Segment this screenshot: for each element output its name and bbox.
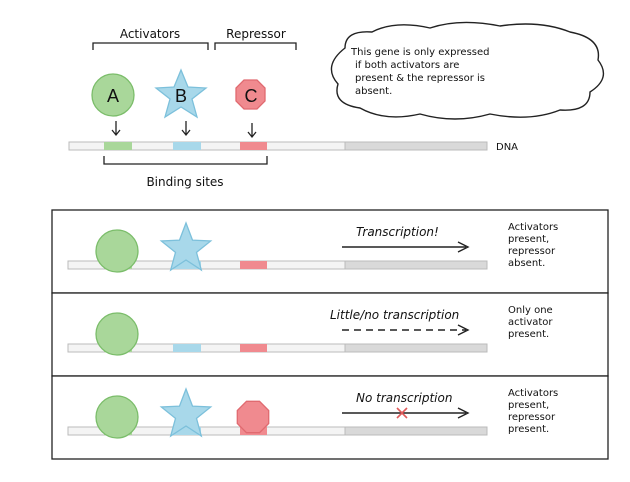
repressor-bracket xyxy=(214,42,297,50)
scenario-panel-2: Little/no transcription Only oneactivator… xyxy=(51,292,609,377)
activator-a-circle xyxy=(91,73,135,117)
binding-site-c xyxy=(240,344,267,352)
arrow-head xyxy=(457,324,470,336)
scenario-panel-1: Transcription! Activatorspresent,represso… xyxy=(51,209,609,294)
note-line-1: This gene is only expressed xyxy=(350,47,490,58)
blocked-cross-mark xyxy=(396,407,408,419)
activators-bracket xyxy=(92,42,209,50)
gene-region xyxy=(344,260,488,270)
binding-sites-bracket xyxy=(103,156,268,165)
binding-site-c xyxy=(240,261,267,269)
panel-frame xyxy=(51,375,609,460)
activator-b-bound xyxy=(159,387,213,438)
activator-b-star xyxy=(154,68,208,119)
activator-a-bound xyxy=(95,395,139,439)
scenario-panel-3: No transcription Activatorspresent,repres… xyxy=(51,375,609,460)
caption-line: repressor xyxy=(508,246,556,257)
activator-b-bound xyxy=(159,221,213,272)
caption-line: present. xyxy=(508,329,549,340)
repressor-label: Repressor xyxy=(226,27,286,41)
activators-label: Activators xyxy=(120,27,180,41)
binding-site-b xyxy=(173,261,201,269)
caption-line: Activators xyxy=(508,388,558,399)
caption-line: present, xyxy=(508,234,549,245)
activator-b-letter: B xyxy=(175,86,187,106)
caption-line: activator xyxy=(508,317,553,328)
activator-a-letter: A xyxy=(107,86,119,106)
binding-arrows xyxy=(111,121,257,139)
activator-a-bound xyxy=(95,312,139,356)
dna-label: DNA xyxy=(496,142,518,153)
binding-site-b xyxy=(173,344,201,352)
transcription-label: No transcription xyxy=(356,391,452,405)
binding-site-b xyxy=(173,427,201,435)
repressor-c-octagon xyxy=(235,79,266,110)
repressor-c-letter: C xyxy=(245,86,258,106)
binding-site-c xyxy=(240,142,267,150)
scenario-panels: Transcription!Activatorspresent,represso… xyxy=(51,209,609,460)
caption-line: Activators xyxy=(508,222,558,233)
binding-site-b xyxy=(173,142,201,150)
note-line-4: absent. xyxy=(355,86,392,97)
arrow-head xyxy=(457,407,470,419)
transcription-label: Little/no transcription xyxy=(330,308,459,322)
caption-line: present. xyxy=(508,424,549,435)
binding-site-a xyxy=(104,142,132,150)
caption-line: repressor xyxy=(508,412,556,423)
repressor-c-bound xyxy=(236,400,270,434)
caption-line: absent. xyxy=(508,258,545,269)
note-cloud xyxy=(330,21,605,120)
caption-line: Only one xyxy=(508,305,553,316)
top-dna-strand xyxy=(68,141,488,151)
caption-line: present, xyxy=(508,400,549,411)
gene-region xyxy=(344,426,488,436)
note-text: This gene is only expressed if both acti… xyxy=(350,47,490,97)
note-line-2: if both activators are xyxy=(355,60,459,71)
activator-a-bound xyxy=(95,229,139,273)
gene-region xyxy=(344,343,488,353)
binding-sites-label: Binding sites xyxy=(146,175,223,189)
note-line-3: present & the repressor is xyxy=(355,73,485,84)
transcription-label: Transcription! xyxy=(356,225,439,239)
arrow-head xyxy=(457,241,470,253)
